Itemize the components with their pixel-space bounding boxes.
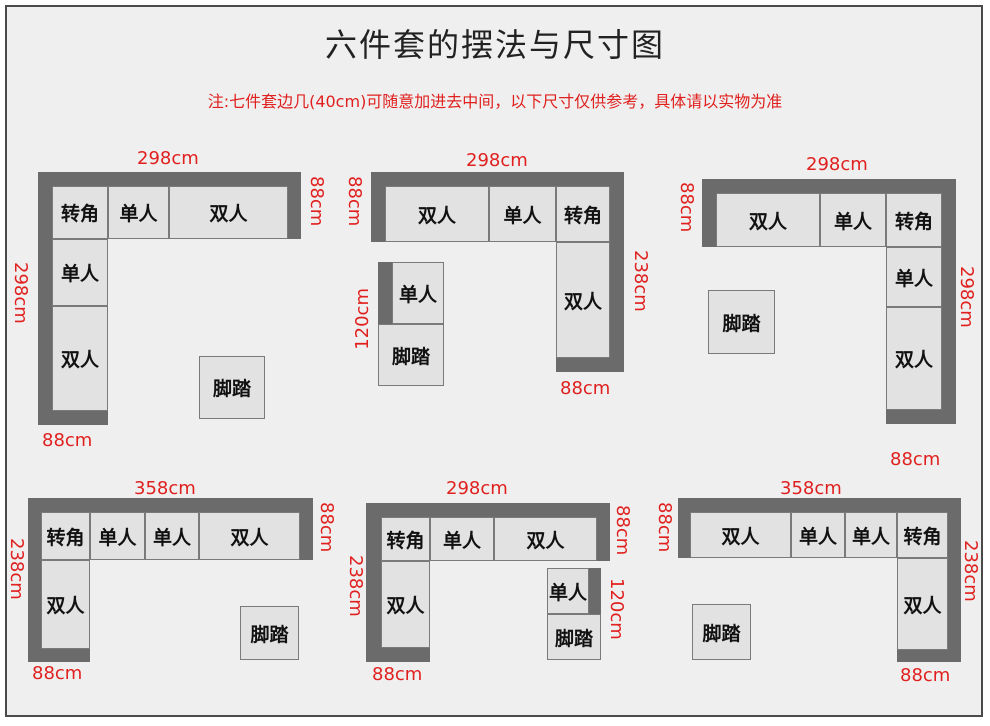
double-seat: 双人	[897, 558, 948, 650]
double-seat: 双人	[886, 307, 942, 410]
dimension-label: 298cm	[466, 150, 528, 171]
ottoman: 脚踏	[378, 324, 444, 386]
dimension-label: 358cm	[780, 478, 842, 499]
double-seat: 双人	[690, 512, 791, 558]
dimension-label: 238cm	[960, 540, 981, 602]
corner-unit: 转角	[886, 193, 942, 247]
dimension-label: 88cm	[316, 502, 337, 553]
diagram-frame	[5, 5, 983, 717]
ottoman: 脚踏	[199, 356, 265, 419]
dimension-label: 88cm	[560, 378, 611, 399]
double-seat: 双人	[716, 193, 820, 247]
double-seat: 双人	[169, 186, 288, 239]
page-title: 六件套的摆法与尺寸图	[324, 26, 665, 64]
single-seat: 单人	[392, 262, 444, 324]
dimension-label: 358cm	[134, 478, 196, 499]
ottoman: 脚踏	[708, 290, 775, 354]
dimension-label: 88cm	[890, 449, 941, 470]
note-text: 注:七件套边几(40cm)可随意加进去中间，以下尺寸仅供参考，具体请以实物为准	[207, 92, 783, 111]
dimension-label: 88cm	[32, 663, 83, 684]
dimension-label: 298cm	[446, 478, 508, 499]
dimension-label: 120cm	[606, 578, 627, 640]
dimension-label: 238cm	[345, 555, 366, 617]
dimension-label: 88cm	[676, 182, 697, 233]
dimension-label: 88cm	[344, 176, 365, 227]
double-seat: 双人	[199, 512, 300, 560]
double-seat: 双人	[381, 561, 430, 648]
dimension-label: 298cm	[137, 148, 199, 169]
single-seat: 单人	[547, 568, 589, 614]
double-seat: 双人	[41, 560, 90, 649]
single-seat: 单人	[52, 239, 108, 306]
ottoman: 脚踏	[692, 604, 751, 660]
dimension-label: 298cm	[956, 266, 977, 328]
single-seat: 单人	[145, 512, 199, 560]
single-seat: 单人	[820, 193, 886, 247]
dimension-label: 298cm	[806, 154, 868, 175]
dimension-label: 120cm	[352, 288, 373, 350]
corner-unit: 转角	[897, 512, 948, 558]
dimension-label: 298cm	[10, 262, 31, 324]
double-seat: 双人	[52, 306, 108, 411]
single-seat: 单人	[430, 517, 494, 561]
single-seat: 单人	[90, 512, 145, 560]
dimension-label: 238cm	[6, 538, 27, 600]
dimension-label: 88cm	[372, 664, 423, 685]
single-seat: 单人	[489, 186, 556, 242]
single-seat: 单人	[886, 247, 942, 307]
corner-unit: 转角	[556, 186, 610, 242]
double-seat: 双人	[494, 517, 597, 561]
ottoman: 脚踏	[240, 606, 299, 660]
corner-unit: 转角	[381, 517, 430, 561]
dimension-label: 88cm	[42, 430, 93, 451]
double-seat: 双人	[556, 242, 610, 358]
dimension-label: 88cm	[900, 665, 951, 686]
dimension-label: 238cm	[630, 250, 651, 312]
single-seat: 单人	[108, 186, 169, 239]
corner-unit: 转角	[41, 512, 90, 560]
single-seat: 单人	[845, 512, 897, 558]
single-seat: 单人	[791, 512, 845, 558]
dimension-label: 88cm	[654, 502, 675, 553]
corner-unit: 转角	[52, 186, 108, 239]
dimension-label: 88cm	[612, 505, 633, 556]
ottoman: 脚踏	[547, 614, 601, 660]
double-seat: 双人	[385, 186, 489, 242]
dimension-label: 88cm	[306, 176, 327, 227]
